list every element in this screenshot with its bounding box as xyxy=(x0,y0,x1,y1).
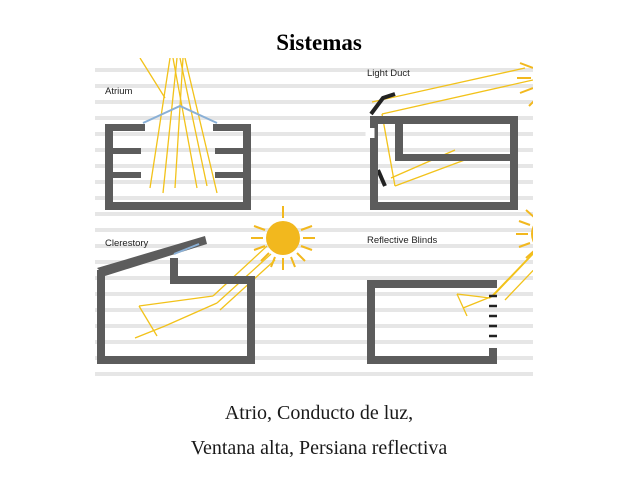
light-duct-diagram: Light Duct xyxy=(365,62,533,210)
clerestory-glass xyxy=(173,243,200,255)
atrium-label: Atrium xyxy=(105,86,133,97)
light-duct-label: Light Duct xyxy=(367,68,410,79)
atrium-glass-roof xyxy=(142,104,218,124)
sun-icon xyxy=(517,62,533,107)
light-duct-reflector xyxy=(369,92,396,116)
light-duct-rays xyxy=(371,67,533,187)
caption-line-1: Atrio, Conducto de luz, xyxy=(224,402,414,424)
light-duct-lower-reflector xyxy=(376,169,387,187)
reflective-blinds-slats xyxy=(489,294,497,338)
atrium-walls xyxy=(105,124,251,210)
sun-icon xyxy=(251,206,315,270)
clerestory-label: Clerestory xyxy=(105,238,149,249)
reflective-blinds-diagram: Reflective Blinds xyxy=(367,209,533,364)
daylighting-systems-figure: Atrium Light Duct xyxy=(95,58,533,376)
sun-icon xyxy=(516,209,533,259)
clerestory-diagram: Clerestory xyxy=(97,206,315,364)
reflective-blinds-rays xyxy=(456,252,533,317)
clerestory-walls xyxy=(97,236,255,364)
reflective-blinds-label: Reflective Blinds xyxy=(367,235,437,246)
caption-line-2: Ventana alta, Persiana reflectiva xyxy=(190,437,448,459)
page-title: Sistemas xyxy=(276,30,362,55)
reflective-blinds-walls xyxy=(367,280,497,364)
atrium-diagram: Atrium xyxy=(105,58,251,210)
atrium-light-rays xyxy=(139,58,218,194)
light-duct-walls xyxy=(370,116,518,210)
